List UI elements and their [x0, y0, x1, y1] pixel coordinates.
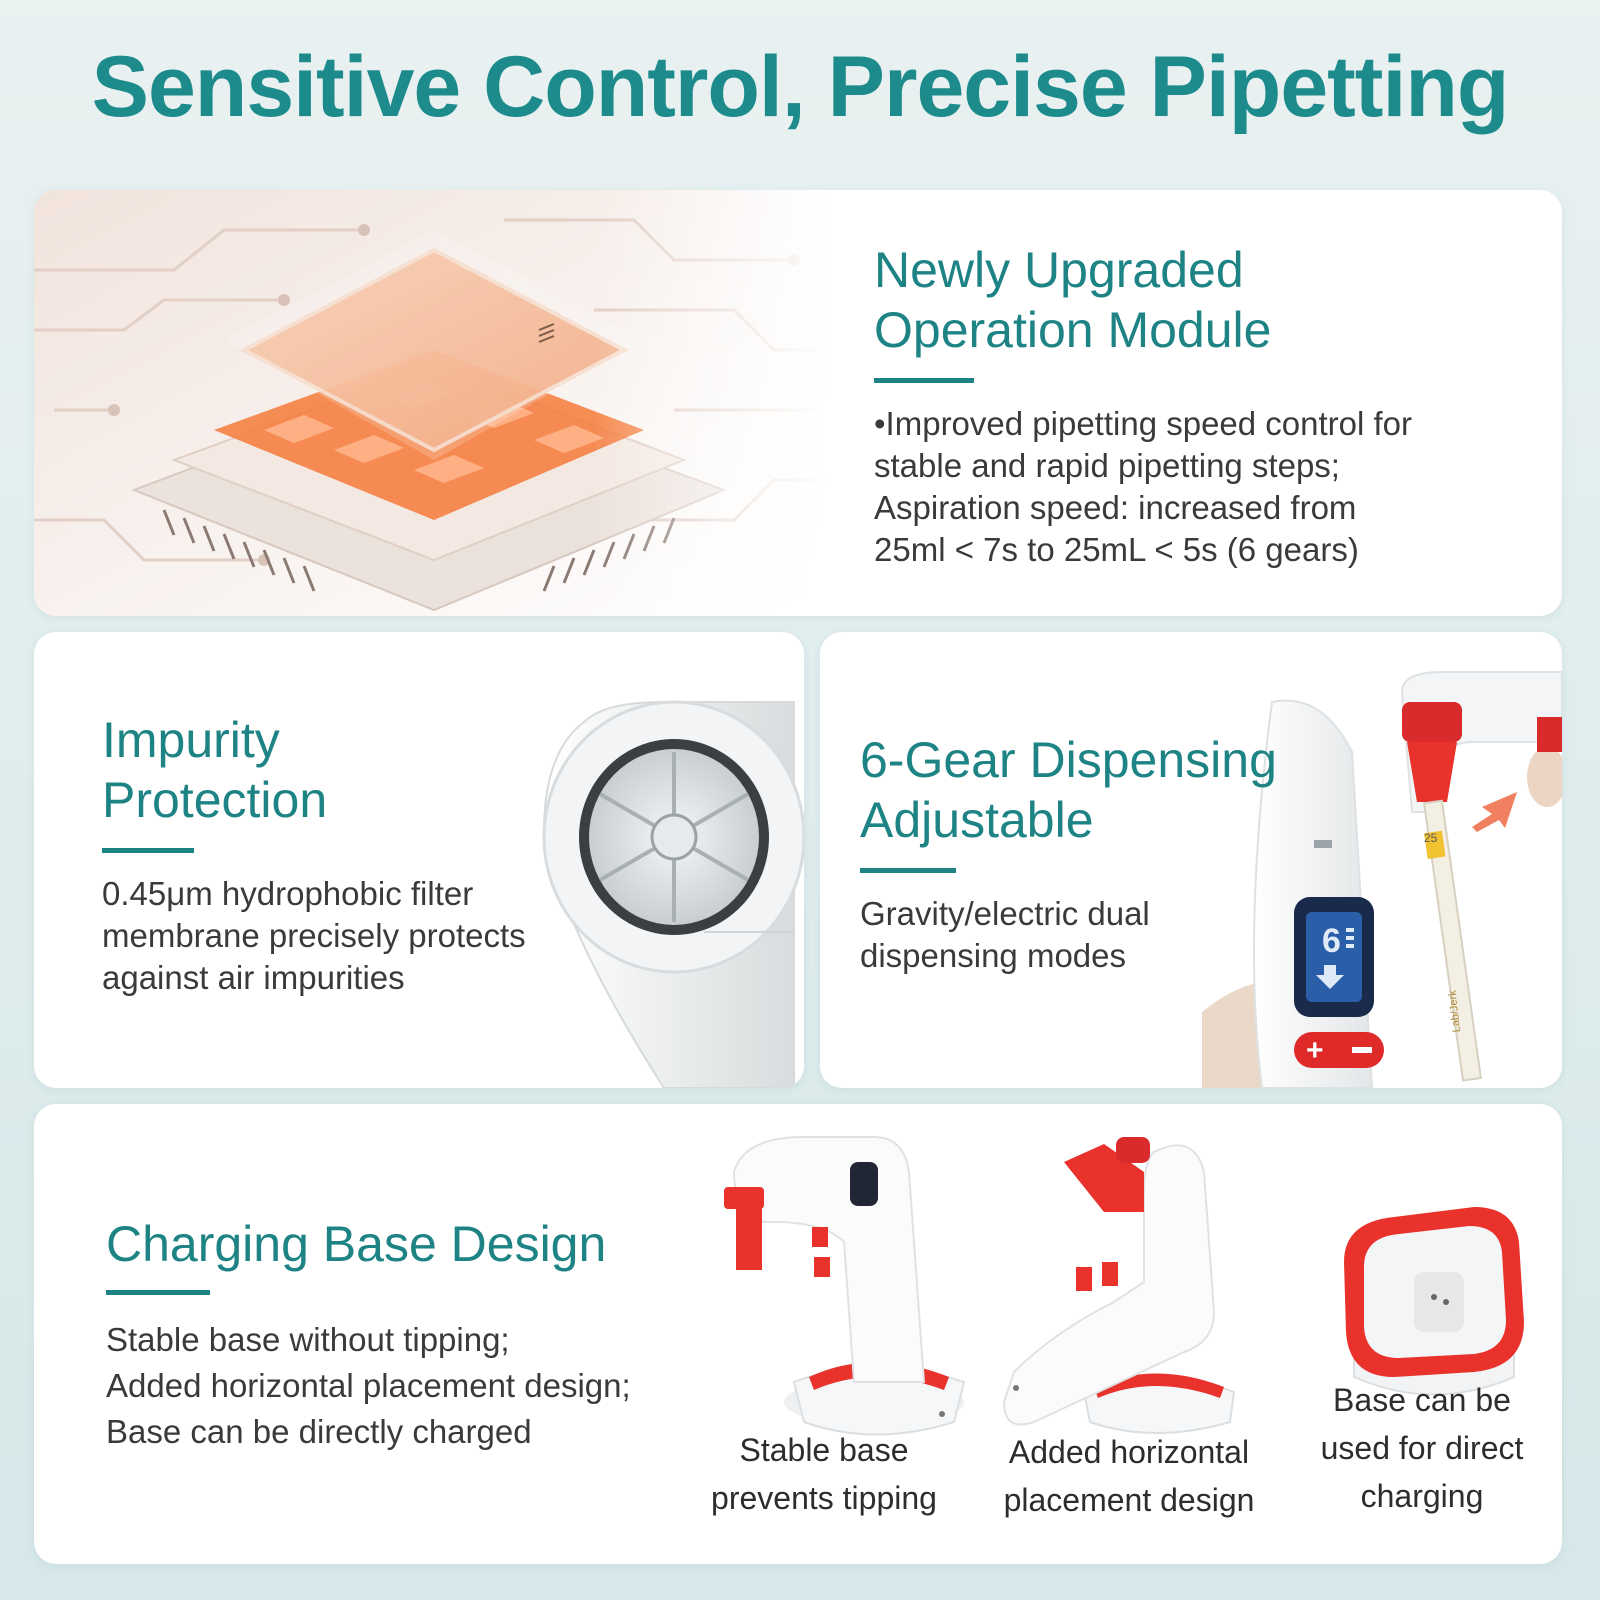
caption-2-line-2: placement design — [1003, 1482, 1255, 1518]
gear-heading-line-2: Adjustable — [860, 792, 1094, 848]
gear-line-1: Gravity/electric dual — [860, 895, 1150, 932]
impurity-heading-line-2: Protection — [102, 772, 328, 828]
charging-line-2: Added horizontal placement design; — [106, 1367, 631, 1404]
caption-2-line-1: Added horizontal — [1008, 1434, 1250, 1470]
display-digit: 6 — [1322, 922, 1341, 960]
operation-module-line-4: 25ml < 7s to 25mL < 5s (6 gears) — [874, 531, 1359, 568]
charging-base-card: Charging Base Design Stable base without… — [34, 1104, 1562, 1564]
heading-underline — [106, 1290, 210, 1295]
horizontal-pipette-illustration — [1002, 1137, 1236, 1434]
impurity-line-2: membrane precisely protects — [102, 917, 526, 954]
heading-underline — [102, 848, 194, 853]
impurity-protection-text: Impurity Protection 0.45μm hydrophobic f… — [102, 710, 622, 999]
charging-base-illustration — [1344, 1207, 1524, 1396]
heading-underline — [860, 868, 956, 873]
caption-3-line-1: Base can be — [1333, 1382, 1511, 1418]
page-title: Sensitive Control, Precise Pipetting — [91, 39, 1510, 135]
operation-module-heading-line-2: Operation Module — [874, 302, 1272, 358]
tube-brand: Lab/Jerk — [1447, 989, 1463, 1033]
chip-illustration — [34, 190, 834, 616]
plus-minus-button[interactable] — [1294, 1032, 1384, 1068]
tube-mark: 25 — [1424, 831, 1438, 845]
caption-stable-base: Stable base prevents tipping — [674, 1426, 974, 1522]
impurity-protection-card: Impurity Protection 0.45μm hydrophobic f… — [34, 632, 804, 1088]
operation-module-line-1: •Improved pipetting speed control for — [874, 405, 1413, 442]
impurity-heading-line-1: Impurity — [102, 712, 280, 768]
charging-line-1: Stable base without tipping; — [106, 1321, 510, 1358]
impurity-line-3: against air impurities — [102, 959, 405, 996]
operation-module-card: Newly Upgraded Operation Module •Improve… — [34, 190, 1562, 616]
caption-1-line-2: prevents tipping — [711, 1480, 937, 1516]
arrow-down-icon — [1316, 965, 1344, 989]
caption-3-line-2: used for direct — [1320, 1430, 1524, 1466]
filter-illustration — [542, 700, 804, 1088]
heading-underline — [874, 378, 974, 383]
arrow-left-icon — [1472, 792, 1517, 832]
gear-dispensing-text: 6-Gear Dispensing Adjustable Gravity/ele… — [860, 730, 1320, 977]
upright-pipette-illustration — [724, 1136, 966, 1436]
minus-icon — [1352, 1047, 1372, 1053]
caption-1-line-1: Stable base — [739, 1432, 909, 1468]
operation-module-line-2: stable and rapid pipetting steps; — [874, 447, 1340, 484]
gear-heading-line-1: 6-Gear Dispensing — [860, 732, 1277, 788]
charging-heading: Charging Base Design — [106, 1216, 607, 1272]
plus-icon: + — [1306, 1034, 1324, 1067]
operation-module-text: Newly Upgraded Operation Module •Improve… — [874, 240, 1534, 571]
gear-line-2: dispensing modes — [860, 937, 1126, 974]
gear-dispensing-card: 6 + 25 Lab/Jerk 6-Gear Dispensing Adjust… — [820, 632, 1562, 1088]
charging-base-text: Charging Base Design Stable base without… — [106, 1214, 746, 1455]
pipette-display-illustration: 6 + 25 Lab/Jerk — [1202, 671, 1562, 1088]
caption-direct-charging: Base can be used for direct charging — [1292, 1376, 1552, 1520]
impurity-line-1: 0.45μm hydrophobic filter — [102, 875, 474, 912]
caption-horizontal: Added horizontal placement design — [974, 1428, 1284, 1524]
caption-3-line-3: charging — [1360, 1478, 1484, 1514]
operation-module-heading-line-1: Newly Upgraded — [874, 242, 1244, 298]
charging-line-3: Base can be directly charged — [106, 1413, 532, 1450]
operation-module-line-3: Aspiration speed: increased from — [874, 489, 1357, 526]
